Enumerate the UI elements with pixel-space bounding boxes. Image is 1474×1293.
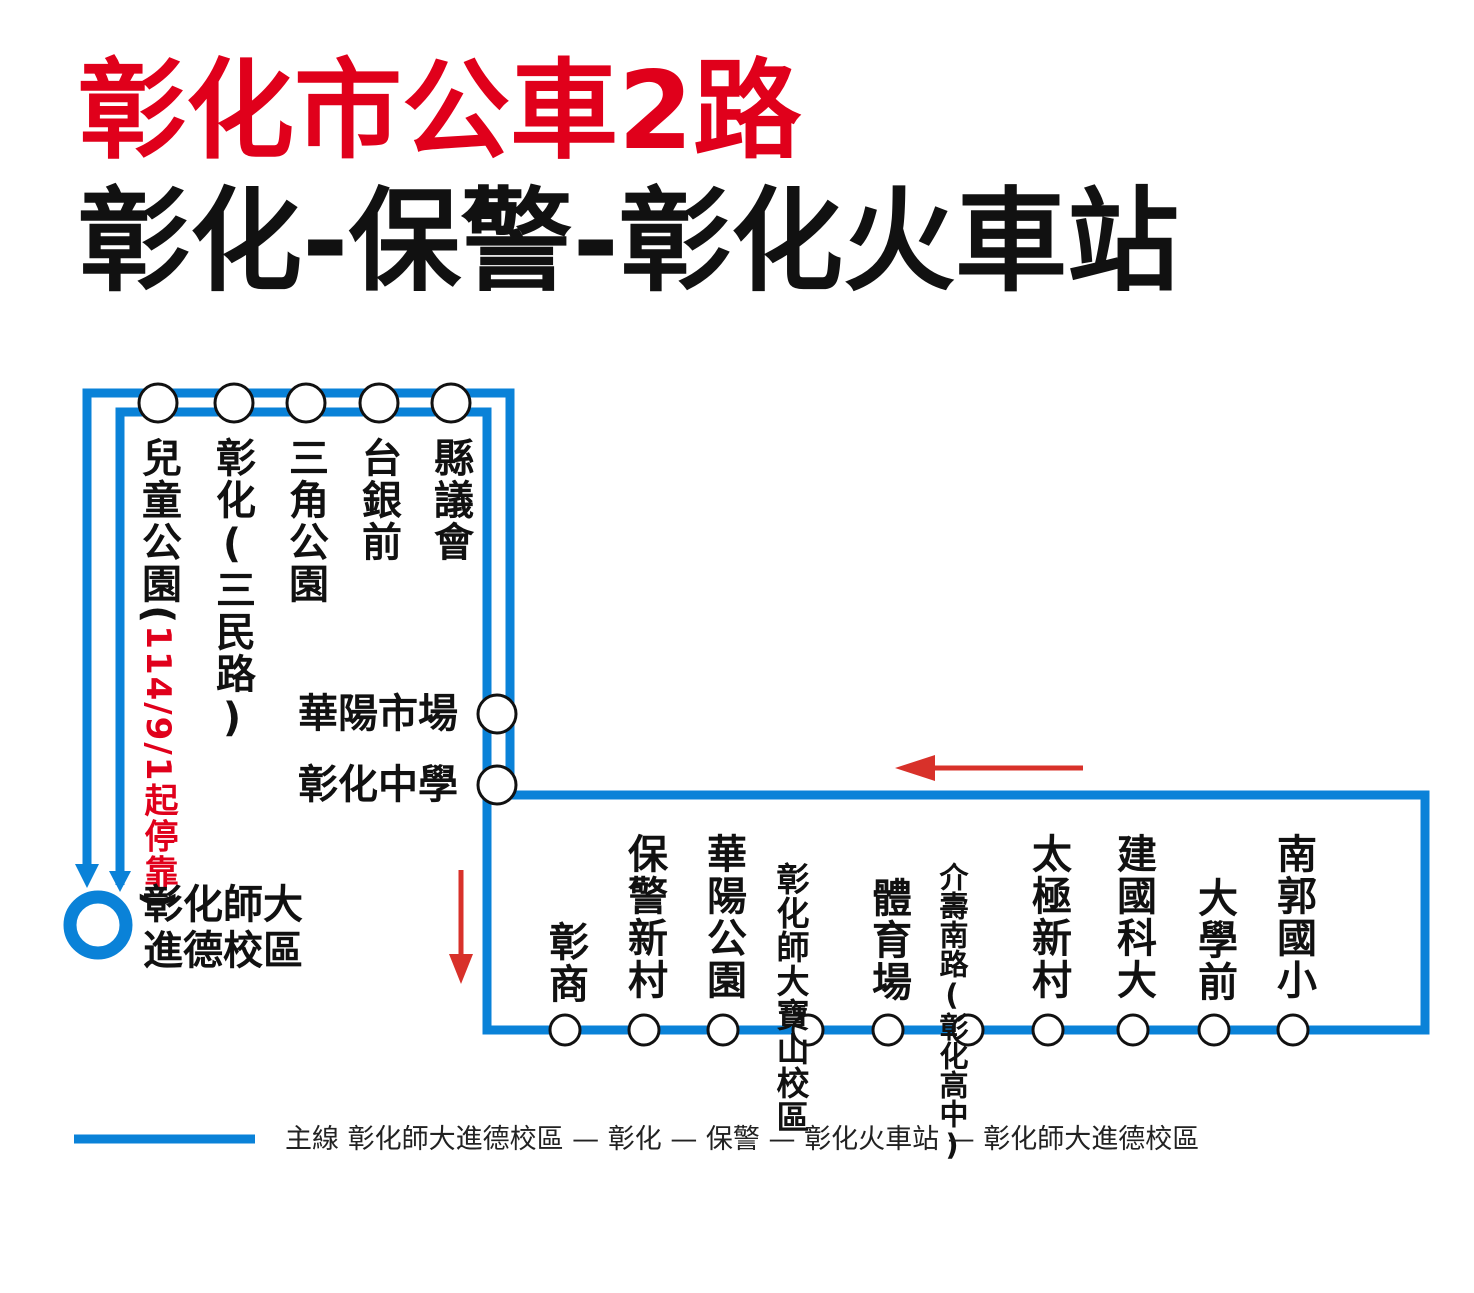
arrow-left-head: [895, 755, 935, 781]
terminal-label: 彰化師大 進德校區: [143, 882, 303, 974]
stop-marker-華陽市場: [476, 693, 518, 735]
terminal-label-line2: 進德校區: [143, 928, 303, 974]
stop-markers: [137, 382, 1310, 1047]
terminal-label-line1: 彰化師大: [143, 882, 303, 928]
stop-marker-華陽公園: [706, 1013, 740, 1047]
stop-marker-兒童公園: [137, 382, 179, 424]
stop-label-南郭國小: 南郭國小: [1270, 833, 1316, 1001]
stop-label-col2: (彰化高中): [935, 978, 969, 1162]
route-subtitle: 彰化-保警-彰化火車站: [78, 177, 1179, 307]
stop-label-兒童公園: 兒童公園(114/9/1起停靠): [135, 437, 181, 911]
stop-label-彰化三民路: 彰化(三民路): [209, 437, 255, 743]
stop-note: 114/9/1起停靠: [138, 625, 178, 891]
stop-label-建國科大: 建國科大: [1110, 833, 1156, 1001]
stop-marker-體育場: [871, 1013, 905, 1047]
stop-label-華陽公園: 華陽公園: [700, 833, 746, 1001]
stop-label-太極新村: 太極新村: [1025, 833, 1071, 1001]
stop-name-paren-close: ): [135, 890, 181, 911]
terminal-stop-marker: [63, 890, 133, 960]
direction-arrows: [449, 755, 1083, 984]
stop-label-彰化師大寶山校區: 彰化師大寶山校區: [771, 862, 810, 1134]
arrowhead-down-right: [109, 871, 131, 892]
stop-marker-縣議會: [430, 382, 472, 424]
stop-label-華陽市場: 華陽市場: [298, 691, 458, 737]
stop-marker-台銀前: [358, 382, 400, 424]
route-title: 彰化市公車2路: [78, 49, 802, 174]
stop-label-介壽南路彰化高中: 介壽南路(彰化高中): [935, 862, 969, 1162]
stop-label-col1: 彰化師大: [771, 862, 810, 998]
stop-marker-建國科大: [1116, 1013, 1150, 1047]
stop-marker-大學前: [1197, 1013, 1231, 1047]
stop-label-彰商: 彰商: [542, 921, 588, 1005]
stop-label-col1: 介壽南路: [935, 862, 969, 978]
stop-label-三角公園: 三角公園: [282, 437, 328, 605]
stop-label-保警新村: 保警新村: [621, 833, 667, 1001]
stop-name: 兒童公園: [135, 437, 181, 605]
legend-text: 主線 彰化師大進德校區 — 彰化 — 保警 — 彰化火車站 — 彰化師大進德校區: [285, 1124, 1200, 1155]
stop-marker-彰化中學: [476, 764, 518, 806]
arrow-down-head: [449, 954, 473, 984]
stop-name-paren-open: (: [135, 605, 181, 626]
arrowhead-down-left: [75, 864, 99, 888]
stop-label-大學前: 大學前: [1191, 877, 1237, 1003]
stop-label-台銀前: 台銀前: [355, 437, 401, 563]
stop-label-體育場: 體育場: [865, 877, 911, 1003]
stop-marker-三角公園: [285, 382, 327, 424]
stop-label-彰化中學: 彰化中學: [298, 762, 458, 808]
stop-marker-彰化三民路: [213, 382, 255, 424]
stop-label-col2: 寶山校區: [771, 998, 810, 1134]
stop-marker-保警新村: [627, 1013, 661, 1047]
stop-label-縣議會: 縣議會: [427, 437, 473, 563]
stop-marker-彰化師大寶山校區: [791, 1013, 825, 1047]
stop-marker-南郭國小: [1276, 1013, 1310, 1047]
stop-marker-太極新村: [1031, 1013, 1065, 1047]
stop-marker-介壽南路: [951, 1013, 985, 1047]
stop-marker-彰商: [548, 1013, 582, 1047]
